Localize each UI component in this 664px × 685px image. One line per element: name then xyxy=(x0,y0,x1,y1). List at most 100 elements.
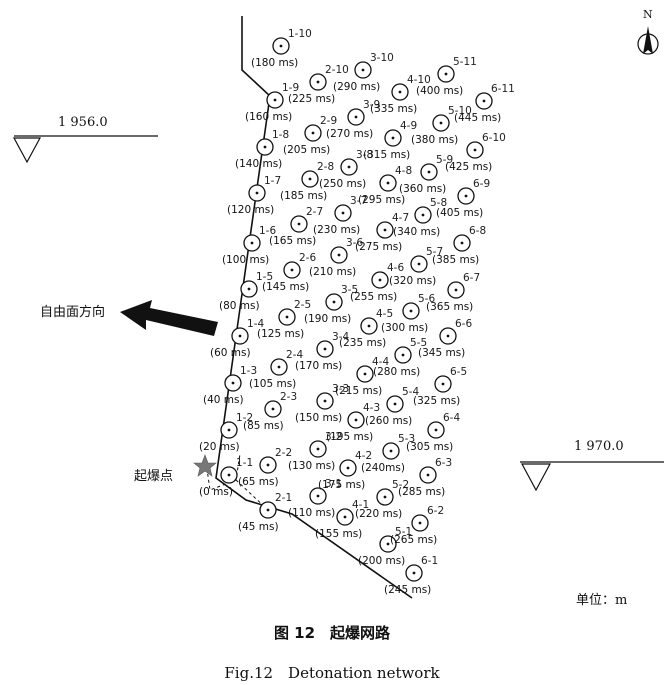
blast-hole-3-10: 3-10(290 ms) xyxy=(333,52,394,93)
blast-hole-6-4: 6-4 (305 ms) xyxy=(406,412,460,453)
hole-center xyxy=(341,211,345,215)
hole-center xyxy=(441,382,445,386)
blast-hole-6-6: 6-6 (345 ms) xyxy=(418,318,472,359)
hole-id-label: 1-5 xyxy=(256,271,273,283)
hole-center xyxy=(418,521,422,525)
hole-id-label: 1-3 xyxy=(240,365,257,377)
hole-center xyxy=(308,177,312,181)
hole-center xyxy=(398,90,402,94)
unit-label: 单位：m xyxy=(576,593,627,608)
hole-id-label: 2-1 xyxy=(275,492,292,504)
hole-id-label: 6-4 xyxy=(443,412,460,424)
hole-delay-label: (220 ms) xyxy=(355,508,402,520)
hole-id-label: 4-1 xyxy=(352,499,369,511)
blast-hole-5-5: 5-5 (280 ms) xyxy=(373,337,427,378)
hole-id-label: 4-10 xyxy=(407,74,431,86)
hole-id-label: 2-2 xyxy=(275,447,292,459)
hole-id-label: 6-8 xyxy=(469,225,486,237)
hole-center xyxy=(273,98,277,102)
blast-hole-1-5: 1-5 (80 ms) xyxy=(219,271,273,312)
hole-delay-label: (335 ms) xyxy=(370,103,417,115)
hole-id-label: 6-2 xyxy=(427,505,444,517)
hole-delay-label: (80 ms) xyxy=(219,300,260,312)
blast-hole-3-4: 3-4(170 ms) xyxy=(295,331,349,372)
blast-hole-3-7: 3-7(230 ms) xyxy=(313,195,367,236)
blast-hole-1-4: 1-4(60 ms) xyxy=(210,318,264,359)
blast-hole-5-11: 5-11(400 ms) xyxy=(416,56,477,97)
hole-center xyxy=(444,72,448,76)
north-arrow-icon xyxy=(637,26,659,55)
hole-center xyxy=(434,428,438,432)
hole-delay-label: (120 ms) xyxy=(227,204,274,216)
blast-hole-5-9: 5-9(360 ms) xyxy=(399,154,453,195)
blast-hole-2-5: 2-5 (125 ms) xyxy=(257,299,311,340)
blast-hole-5-10: 5-10(380 ms) xyxy=(411,105,472,146)
hole-delay-label: (165 ms) xyxy=(269,235,316,247)
blast-hole-2-4: 2-4(105 ms) xyxy=(249,349,303,390)
hole-delay-label: (270 ms) xyxy=(326,128,373,140)
hole-id-label: 6-3 xyxy=(435,457,452,469)
hole-delay-label: (345 ms) xyxy=(418,347,465,359)
hole-id-label: 2-3 xyxy=(280,391,297,403)
hole-center xyxy=(263,145,267,149)
hole-id-label: 4-4 xyxy=(372,356,389,368)
blast-hole-1-10: 1-10(180 ms) xyxy=(251,28,312,69)
hole-delay-label: (20 ms) xyxy=(199,441,240,453)
hole-id-label: 3-4 xyxy=(332,331,349,343)
blast-hole-3-2: 3-2(130 ms) xyxy=(288,431,342,472)
hole-center xyxy=(386,181,390,185)
hole-id-label: 6-6 xyxy=(455,318,472,330)
hole-delay-label: (320 ms) xyxy=(389,275,436,287)
hole-id-label: 3-3 xyxy=(332,383,349,395)
hole-delay-label: (225 ms) xyxy=(288,93,335,105)
hole-delay-label: (235 ms) xyxy=(339,337,386,349)
hole-center xyxy=(439,121,443,125)
hole-id-label: 2-8 xyxy=(317,161,334,173)
blast-hole-4-8: 4-8(295 ms) xyxy=(358,165,412,206)
blast-hole-3-9: 3-9(270 ms) xyxy=(326,99,380,140)
hole-delay-label: (305 ms) xyxy=(406,441,453,453)
hole-center xyxy=(311,131,315,135)
blast-hole-3-5: 3-5(190 ms) xyxy=(304,284,358,325)
hole-center xyxy=(316,447,320,451)
hole-id-label: 5-1 xyxy=(395,526,412,538)
hole-center xyxy=(386,542,390,546)
hole-id-label: 5-5 xyxy=(410,337,427,349)
hole-id-label: 4-5 xyxy=(376,308,393,320)
elevation-left-label: 1 956.0 xyxy=(58,115,108,130)
hole-id-label: 2-5 xyxy=(294,299,311,311)
blast-hole-6-9: 6-9(405 ms) xyxy=(436,178,490,219)
blast-hole-1-9: 1-9(160 ms) xyxy=(245,82,299,123)
hole-center xyxy=(446,334,450,338)
hole-center xyxy=(227,473,231,477)
blast-hole-2-3: 2-3(85 ms) xyxy=(243,391,297,432)
hole-center xyxy=(412,571,416,575)
hole-center xyxy=(454,288,458,292)
hole-center xyxy=(346,466,350,470)
hole-id-label: 6-9 xyxy=(473,178,490,190)
hole-delay-label: (40 ms) xyxy=(203,394,244,406)
hole-id-label: 6-5 xyxy=(450,366,467,378)
hole-center xyxy=(426,473,430,477)
hole-delay-label: (280 ms) xyxy=(373,366,420,378)
hole-center xyxy=(266,508,270,512)
blast-hole-4-2: 4-2(175 ms) xyxy=(318,450,372,491)
hole-delay-label: (145 ms) xyxy=(262,281,309,293)
blast-hole-6-11: 6-11(445 ms) xyxy=(454,83,515,124)
blast-hole-6-2: 6-2(265 ms) xyxy=(390,505,444,546)
blast-hole-5-6: 5-6(300 ms) xyxy=(381,293,435,334)
hole-delay-label: (125 ms) xyxy=(257,328,304,340)
hole-center xyxy=(290,268,294,272)
hole-center xyxy=(279,44,283,48)
north-label: N xyxy=(643,8,653,21)
hole-delay-label: (445 ms) xyxy=(454,112,501,124)
blast-hole-2-1: 2-1(45 ms) xyxy=(238,492,292,533)
blast-hole-1-2: 1-2(20 ms) xyxy=(199,412,253,453)
hole-center xyxy=(354,418,358,422)
blast-hole-3-1: 3-1(110 ms) xyxy=(288,478,342,519)
hole-id-label: 3-8 xyxy=(356,149,373,161)
hole-id-label: 5-8 xyxy=(430,197,447,209)
blast-hole-6-10: 6-10(425 ms) xyxy=(445,132,506,173)
hole-center xyxy=(427,170,431,174)
blast-hole-4-10: 4-10 (335 ms) xyxy=(370,74,431,115)
